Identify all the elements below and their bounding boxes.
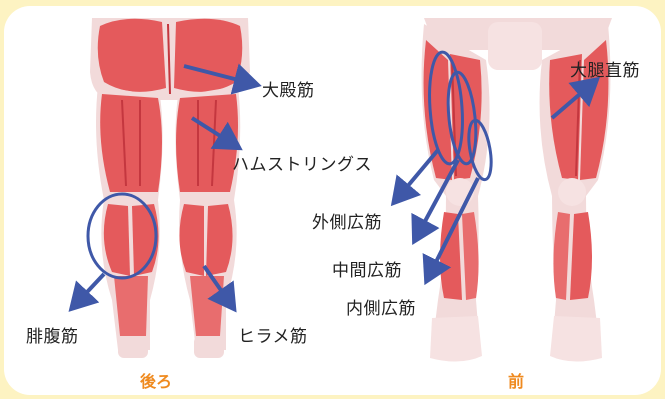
label-gastrocnemius: 腓腹筋 [26,322,79,347]
view-label-front: 前 [508,368,524,392]
label-rectus-femoris: 大腿直筋 [570,56,640,81]
gluteus-left [98,19,166,92]
label-hamstrings: ハムストリングス [232,150,372,175]
label-gluteus-maximus: 大殿筋 [262,76,315,101]
arrow-gastrocnemius [74,274,104,306]
arrow-vastus-lateralis [396,150,438,200]
label-soleus: ヒラメ筋 [238,322,308,347]
patella-right [558,178,586,206]
label-vastus-lateralis: 外側広筋 [312,208,382,233]
foot-right [550,316,602,362]
label-vastus-medialis: 内側広筋 [346,294,416,319]
hamstring-left [100,94,162,192]
back-view-legs [90,18,250,358]
gluteus-right [174,19,242,92]
view-label-back: 後ろ [140,368,172,392]
foot-left [430,316,482,362]
label-vastus-intermedius: 中間広筋 [332,256,402,281]
